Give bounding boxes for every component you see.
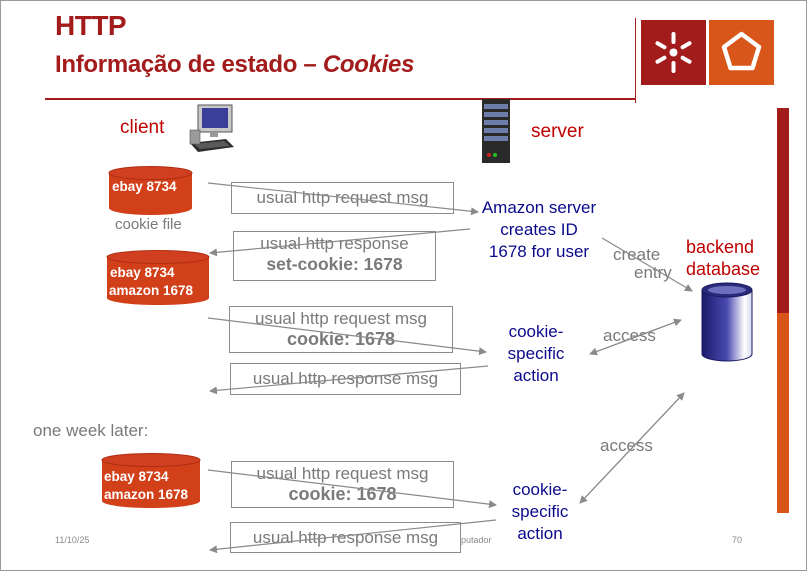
cookie-file-label: cookie file bbox=[115, 216, 182, 233]
client-label: client bbox=[120, 117, 165, 138]
amazon-server-note: Amazon server creates ID 1678 for user bbox=[469, 197, 609, 263]
arrow-create-entry bbox=[601, 237, 693, 292]
request-msg-3: usual http request msg cookie: 1678 bbox=[231, 461, 454, 508]
subtitle-text: Informação de estado – bbox=[55, 51, 323, 78]
backend-label: backend bbox=[686, 237, 755, 257]
slide-subtitle: Informação de estado – Cookies bbox=[55, 50, 414, 80]
cookie-header: cookie: 1678 bbox=[288, 484, 397, 504]
computer-icon bbox=[188, 103, 236, 160]
arrow-access-2b bbox=[579, 392, 685, 504]
cookie-action-line3: action bbox=[513, 366, 559, 385]
arrow-request-2 bbox=[207, 317, 487, 356]
database-label: database bbox=[686, 259, 761, 279]
cookie-specific-action-2: cookie- specific action bbox=[500, 479, 580, 545]
subtitle-emphasis: Cookies bbox=[322, 51, 415, 78]
set-cookie-header: set-cookie: 1678 bbox=[266, 254, 403, 274]
cookie-entry-amazon: amazon 1678 bbox=[109, 283, 194, 298]
server-label: server bbox=[531, 121, 584, 142]
cookie-file-cylinder-1: ebay 8734 bbox=[108, 166, 193, 221]
cookie-action-line2: specific bbox=[507, 344, 565, 363]
side-bar-orange bbox=[777, 313, 789, 513]
cookie-entry-amazon: amazon 1678 bbox=[104, 487, 189, 502]
access-label-1: access bbox=[603, 326, 656, 345]
arrow-request-3 bbox=[207, 469, 497, 509]
university-logo-icon bbox=[641, 20, 706, 85]
arrow-response-1 bbox=[209, 228, 471, 257]
amazon-server-line2: creates ID bbox=[500, 220, 578, 239]
cookie-action-line1: cookie- bbox=[508, 322, 564, 341]
request-msg-2: usual http request msg cookie: 1678 bbox=[229, 306, 453, 353]
footer-date: 11/10/25 bbox=[55, 535, 90, 545]
cookie-specific-action-1: cookie- specific action bbox=[496, 321, 576, 387]
request-msg-3-line1: usual http request msg bbox=[256, 464, 429, 483]
access-label-2: access bbox=[600, 436, 653, 455]
database-cylinder-icon bbox=[701, 282, 753, 367]
cookie-header: cookie: 1678 bbox=[286, 329, 396, 349]
request-msg-2-line1: usual http request msg bbox=[255, 309, 427, 328]
cookie-action-line3: action bbox=[517, 524, 563, 543]
pentagon-logo-icon bbox=[709, 20, 774, 85]
cookie-entry-ebay: ebay 8734 bbox=[110, 265, 175, 280]
slide-title: HTTP bbox=[55, 10, 127, 41]
cookie-file-cylinder-2: ebay 8734 amazon 1678 bbox=[106, 250, 210, 311]
arrow-request-1 bbox=[207, 182, 479, 216]
response-msg-1-line1: usual http response bbox=[260, 234, 409, 253]
side-bar-red bbox=[777, 108, 789, 313]
one-week-later-label: one week later: bbox=[33, 421, 149, 440]
arrow-access-1b bbox=[589, 319, 682, 356]
backend-database-label: backend database bbox=[686, 236, 760, 280]
amazon-server-line3: 1678 for user bbox=[488, 242, 590, 261]
amazon-server-line1: Amazon server bbox=[481, 198, 597, 217]
create-label: create bbox=[613, 245, 661, 264]
cookie-file-cylinder-3: ebay 8734 amazon 1678 bbox=[101, 453, 201, 514]
cookie-action-line1: cookie- bbox=[512, 480, 568, 499]
footer-page-number: 70 bbox=[732, 535, 743, 545]
cookie-entry-ebay: ebay 8734 bbox=[104, 469, 169, 484]
footer-center-text: putador bbox=[461, 535, 492, 545]
response-msg-1: usual http response set-cookie: 1678 bbox=[233, 231, 436, 281]
cookie-action-line2: specific bbox=[511, 502, 569, 521]
title-underline bbox=[45, 98, 635, 100]
server-tower-icon bbox=[480, 99, 514, 170]
logo-separator bbox=[635, 18, 636, 103]
arrow-response-2 bbox=[209, 365, 489, 395]
entry-label: entry bbox=[634, 263, 672, 282]
cookie-entry-ebay: ebay 8734 bbox=[112, 179, 177, 194]
arrow-response-3 bbox=[209, 519, 497, 554]
